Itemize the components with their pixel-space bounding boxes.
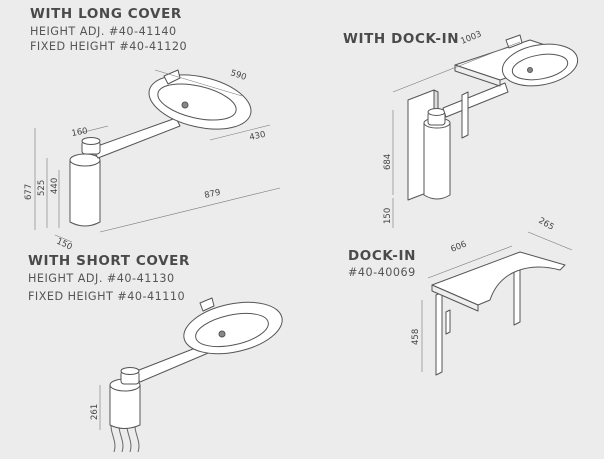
dim-label: 150 xyxy=(55,237,74,253)
dim-label: 160 xyxy=(71,126,89,139)
short-cover-height-adj: HEIGHT ADJ. #40-41130 xyxy=(28,272,175,285)
long-cover-illustration xyxy=(34,69,281,243)
long-cover-title: WITH LONG COVER xyxy=(30,6,182,22)
dim-label: 1003 xyxy=(459,29,483,46)
short-cover-fixed-height: FIXED HEIGHT #40-41110 xyxy=(28,290,186,303)
long-cover-fixed-height: FIXED HEIGHT #40-41120 xyxy=(30,40,188,53)
dim-label: 525 xyxy=(37,180,47,196)
short-cover-illustration xyxy=(99,297,283,453)
dock-in-illustration xyxy=(421,231,573,376)
dim-label: 590 xyxy=(229,68,248,83)
dock-in-combo-title: WITH DOCK-IN xyxy=(343,31,460,47)
dim-label: 261 xyxy=(90,404,100,420)
dim-label: 265 xyxy=(537,216,556,233)
dim-label: 440 xyxy=(50,178,60,194)
long-cover-height-adj: HEIGHT ADJ. #40-41140 xyxy=(30,25,177,38)
dim-label: 879 xyxy=(204,188,222,201)
dim-label: 430 xyxy=(249,130,267,143)
dock-in-title: DOCK-IN xyxy=(348,248,417,264)
with-dock-in-illustration xyxy=(392,34,579,228)
dim-label: 677 xyxy=(24,184,34,200)
dock-in-part-number: #40-40069 xyxy=(348,266,416,279)
dim-label: 606 xyxy=(449,239,468,254)
dim-label: 150 xyxy=(383,208,393,224)
dim-label: 458 xyxy=(411,329,421,345)
short-cover-title: WITH SHORT COVER xyxy=(28,253,191,269)
dim-label: 684 xyxy=(383,154,393,170)
